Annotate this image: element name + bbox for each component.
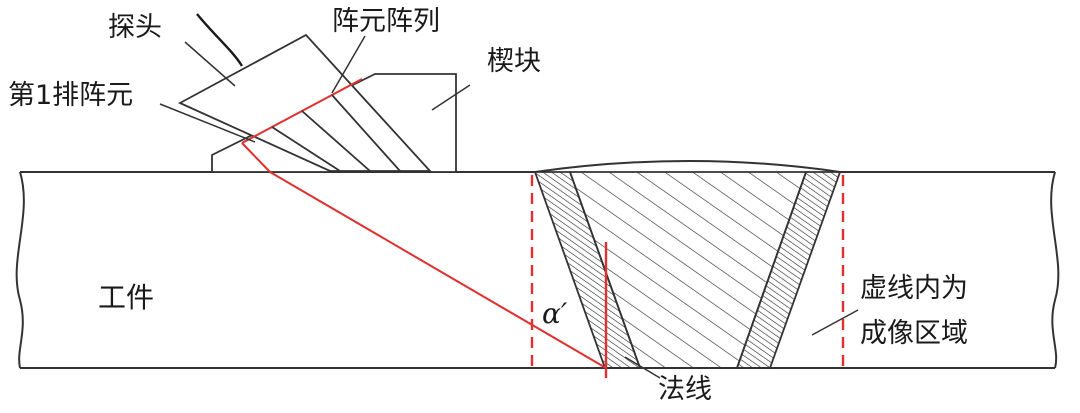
label-workpiece: 工件 (98, 281, 155, 314)
beam (241, 142, 608, 378)
beam-in-wedge (241, 142, 271, 173)
label-element-array: 阵元阵列 (332, 6, 440, 37)
label-imaging-region-line1: 虚线内为 (860, 273, 968, 304)
imaging-region-boundaries (530, 175, 845, 366)
leader-imaging-region (811, 309, 859, 336)
element-divider-1 (271, 126, 341, 172)
workpiece-left-break (15, 171, 25, 369)
leader-element-array (331, 35, 366, 94)
probe (177, 13, 433, 172)
weld-center (568, 171, 808, 369)
label-probe: 探头 (108, 12, 162, 43)
leader-first-row-element (159, 103, 256, 143)
leader-probe (184, 41, 236, 87)
refracted-beam (269, 171, 607, 369)
workpiece-right-break (1050, 171, 1060, 369)
leader-normal (624, 356, 661, 379)
weld (533, 160, 842, 369)
probe-body (177, 33, 433, 172)
leader-lines (159, 35, 859, 379)
label-normal: 法线 (658, 374, 712, 405)
probe-cable (196, 13, 244, 67)
label-angle: α′ (542, 297, 568, 330)
weld-cap (534, 160, 841, 173)
element-divider-3 (331, 94, 401, 172)
leader-wedge (431, 84, 471, 111)
label-wedge: 楔块 (487, 46, 541, 77)
label-imaging-region-line2: 成像区域 (860, 318, 968, 349)
element-divider-2 (301, 110, 371, 172)
label-first-row-element: 第1排阵元 (8, 80, 134, 111)
